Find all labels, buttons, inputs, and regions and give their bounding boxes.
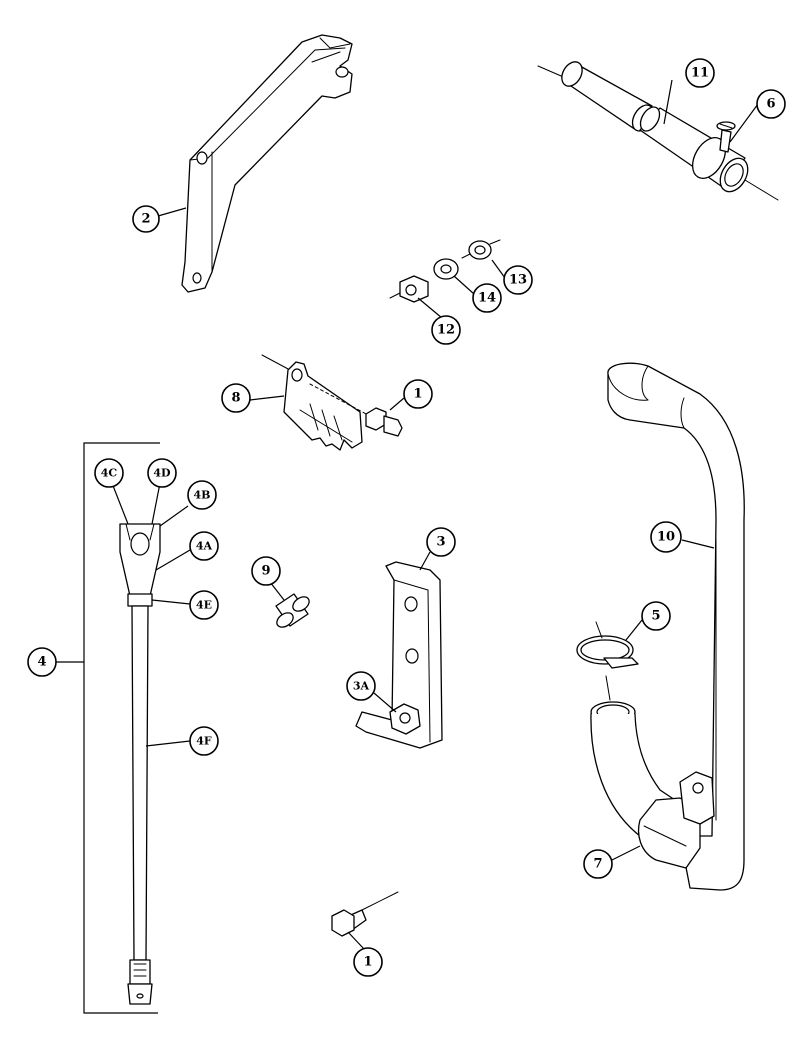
callout-13: 13 (503, 265, 533, 295)
callout-4a: 4A (189, 531, 219, 561)
svg-text:4C: 4C (101, 467, 118, 480)
part-3a-nut (389, 703, 421, 735)
svg-text:1: 1 (363, 955, 372, 970)
svg-text:4D: 4D (153, 467, 171, 480)
svg-text:10: 10 (657, 530, 675, 545)
svg-text:4F: 4F (196, 735, 212, 748)
callout-6: 6 (756, 89, 786, 119)
part-14-washer (433, 258, 459, 280)
svg-text:4E: 4E (196, 599, 212, 612)
svg-text:4A: 4A (196, 540, 213, 553)
svg-text:9: 9 (261, 564, 270, 579)
part-3-l-bracket (355, 561, 443, 749)
part-11-tube-assembly (537, 61, 779, 201)
svg-text:13: 13 (509, 273, 527, 288)
svg-text:5: 5 (651, 609, 660, 624)
part-10-pipe (607, 362, 745, 891)
callout-4e: 4E (189, 590, 219, 620)
callout-4f: 4F (189, 726, 219, 756)
callout-5: 5 (641, 601, 671, 631)
callout-7: 7 (583, 849, 613, 879)
svg-text:12: 12 (437, 323, 455, 338)
callout-9: 9 (251, 556, 281, 586)
svg-text:1: 1 (413, 387, 422, 402)
part-12-nut (389, 275, 429, 303)
part-13-washer (461, 239, 501, 260)
svg-text:14: 14 (478, 291, 496, 306)
svg-text:6: 6 (766, 97, 775, 112)
callout-3a: 3A (346, 671, 376, 701)
svg-text:11: 11 (691, 66, 709, 81)
callout-3: 3 (426, 527, 456, 557)
callout-4b: 4B (187, 480, 217, 510)
part-5-hose-clamp (576, 621, 639, 701)
callout-1-lower: 1 (353, 947, 383, 977)
svg-text:4B: 4B (194, 489, 211, 502)
svg-text:3A: 3A (353, 680, 370, 693)
callout-4: 4 (27, 647, 57, 677)
part-1-bolt-upper (365, 407, 403, 437)
callout-11: 11 (685, 58, 715, 88)
part-2-bracket (181, 34, 353, 293)
part-4-rod-assembly (83, 442, 161, 1014)
svg-text:7: 7 (593, 857, 602, 872)
callout-2: 2 (132, 205, 160, 233)
callout-1-upper: 1 (403, 379, 433, 409)
svg-text:4: 4 (37, 655, 46, 670)
callout-12: 12 (431, 315, 461, 345)
callout-4d: 4D (147, 458, 177, 488)
part-9-bushing (275, 593, 310, 628)
callout-14: 14 (472, 283, 502, 313)
svg-text:2: 2 (141, 212, 150, 227)
callout-10: 10 (650, 521, 682, 553)
svg-text:3: 3 (436, 535, 445, 550)
part-7-elbow-hose (590, 701, 715, 869)
callout-8: 8 (221, 383, 251, 413)
callout-4c: 4C (94, 458, 124, 488)
part-1-bolt-lower (331, 891, 399, 937)
svg-text:8: 8 (231, 391, 240, 406)
part-8-slotted-bracket (261, 354, 371, 451)
